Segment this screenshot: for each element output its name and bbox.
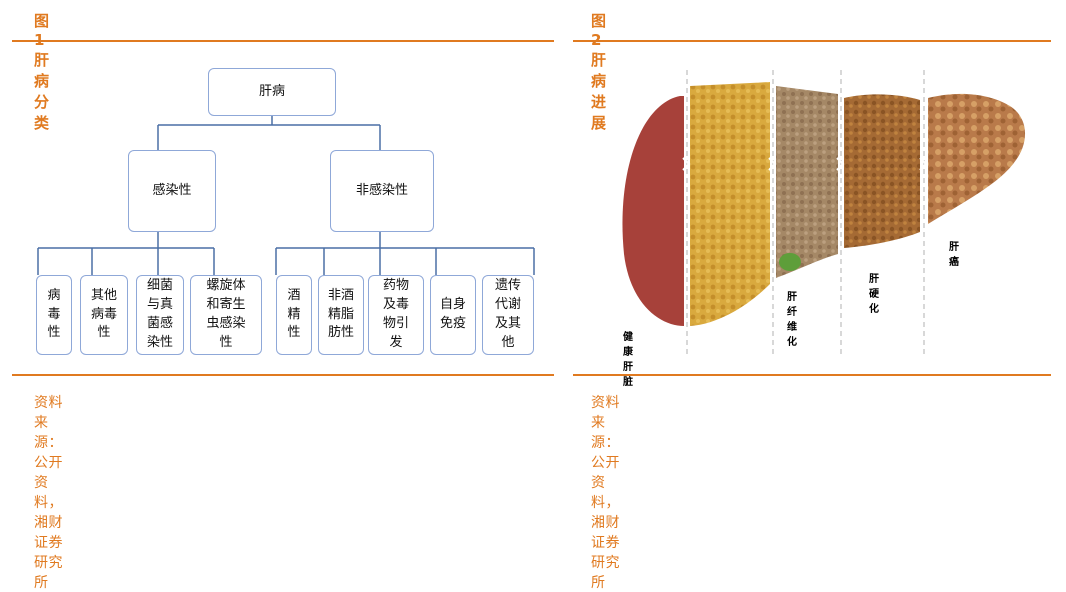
leaf-other-viral: 其他 病毒 性 [80,275,128,355]
node-noninfectious: 非感染性 [330,150,434,232]
node-liver-disease: 肝病 [208,68,336,116]
leaf-alcoholic: 酒 精 性 [276,275,312,355]
fatty-liver-segment [690,82,770,326]
label-fibrosis: 肝纤维化 [787,288,797,348]
figure-2-top-rule [573,40,1051,42]
leaf-genetic-metabolic: 遗传 代谢 及其 他 [482,275,534,355]
figure-2-source: 资料来源：公开资料，湘财证券研究所 [591,392,620,592]
fibrosis-segment [776,86,838,278]
liver-progression-illustration [610,64,1050,364]
leaf-autoimmune: 自身 免疫 [430,275,476,355]
label-healthy-liver: 健康肝脏 [623,328,633,388]
arrow-4 [920,158,926,170]
figure-1-bottom-rule [12,374,554,376]
cancer-segment [928,94,1025,224]
leaf-nafld: 非酒 精脂 肪性 [318,275,364,355]
leaf-drug-toxin: 药物 及毒 物引 发 [368,275,424,355]
gallbladder [779,253,801,271]
cirrhosis-segment [844,94,920,248]
node-infectious: 感染性 [128,150,216,232]
leaf-bacterial-fungal: 细菌 与真 菌感 染性 [136,275,184,355]
leaf-viral: 病 毒 性 [36,275,72,355]
leaf-spirochete-parasite: 螺旋体 和寄生 虫感染 性 [190,275,262,355]
figure-2-bottom-rule [573,374,1051,376]
label-liver-cancer: 肝癌 [949,238,959,268]
figure-2-title: 图 2 肝病进展 [591,10,607,133]
healthy-liver-segment [622,96,684,326]
label-cirrhosis: 肝硬化 [869,270,879,315]
figure-1-source: 资料来源：公开资料，湘财证券研究所 [34,392,63,592]
